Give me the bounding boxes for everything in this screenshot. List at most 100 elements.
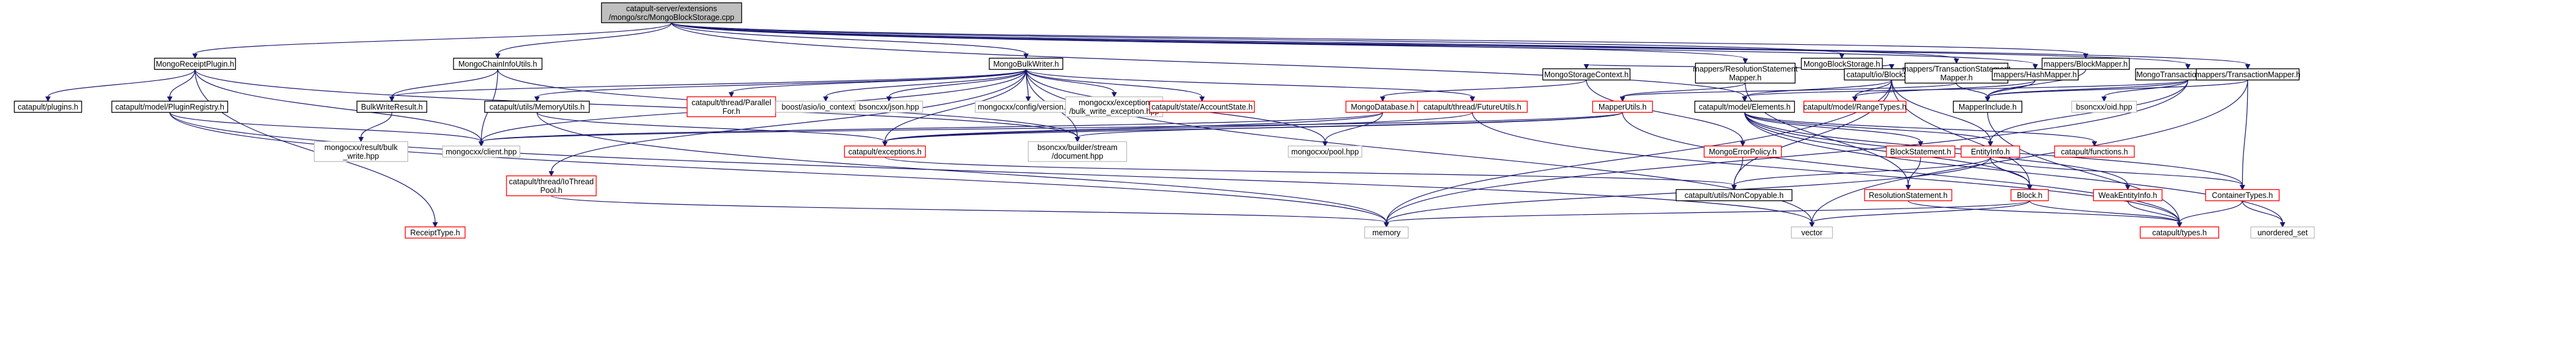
edge-mongo-receipt-plugin-to-plugin-registry [167,69,196,102]
node-label: mongocxx/config/version.hpp [978,103,1079,111]
edge-mongo-storage-context-to-mongo-error-policy [1585,80,1746,147]
edge-elements-to-functions-h [1744,111,2098,147]
node-bulk-write-result[interactable]: BulkWriteResult.h [356,100,427,113]
node-label: EntityInfo.h [1971,148,2010,156]
node-root[interactable]: catapult-server/extensions/mongo/src/Mon… [601,2,743,24]
node-plugins-h[interactable]: catapult/plugins.h [14,100,82,113]
node-result-bulk-write: mongocxx/result/bulk_write.hpp [313,141,409,162]
node-future-utils[interactable]: catapult/thread/FutureUtils.h [1417,100,1528,113]
node-types[interactable]: catapult/types.h [2139,226,2220,239]
node-functions-h[interactable]: catapult/functions.h [2054,145,2135,158]
node-mongo-error-policy[interactable]: MongoErrorPolicy.h [1703,145,1782,158]
edge-mongo-bulk-writer-to-memory-utils [534,68,1027,102]
node-block-mapper[interactable]: mappers/BlockMapper.h [2041,57,2130,70]
node-exceptions[interactable]: catapult/exceptions.h [844,145,926,158]
node-box [2205,189,2280,202]
edge-mongo-bulk-writer-to-io-context [823,69,1027,102]
node-box [1675,189,1793,202]
node-label: bsoncxx/oid.hpp [2076,103,2132,111]
node-range-types[interactable]: catapult/model/RangeTypes.h [1804,100,1906,113]
node-entity-info[interactable]: EntityInfo.h [1961,145,2020,158]
node-box [2139,226,2220,239]
node-box [1694,100,1795,113]
node-unordered-set: unordered_set [2250,226,2315,239]
edge-mongo-database-to-mongocxx-pool [1322,112,1384,147]
node-resolution-statement[interactable]: ResolutionStatement.h [1864,189,1952,202]
edge-io-thread-pool-to-memory [551,195,1389,228]
node-mongocxx-pool: mongocxx/pool.hpp [1288,145,1362,158]
edge-transaction-statement-mapper-to-mapper-utils [1620,82,1957,102]
node-plugin-registry[interactable]: catapult/model/PluginRegistry.h [111,100,229,113]
node-hash-mapper[interactable]: mappers/HashMapper.h [1992,68,2079,81]
node-receipt-type[interactable]: ReceiptType.h [404,226,466,239]
edge-root-to-transaction-mapper [671,22,2251,70]
node-label: mappers/TransactionMapper.h [2195,70,2300,79]
edge-mongo-bulk-writer-to-bulk-write-result [389,68,1027,102]
edge-container-types-to-unordered-set [2241,200,2286,228]
node-label: vector [1801,228,1822,237]
node-config-version: mongocxx/config/version.hpp [974,100,1082,113]
node-memory-utils[interactable]: catapult/utils/MemoryUtils.h [484,100,590,113]
node-box [2195,68,2300,81]
node-label: MongoChainInfoUtils.h [459,60,538,68]
node-mongo-block-storage[interactable]: MongoBlockStorage.h [1800,57,1883,70]
edge-entity-info-to-container-types [1990,157,2245,190]
node-weak-entity-info[interactable]: WeakEntityInfo.h [2093,189,2163,202]
node-non-copyable[interactable]: catapult/utils/NonCopyable.h [1675,189,1793,202]
node-label: catapult/exceptions.h [848,148,921,156]
node-label: memory [1372,228,1401,237]
edge-mongo-chain-info-utils-to-bulk-write-result [389,69,498,102]
edge-block-to-memory [1384,200,2030,228]
node-box [484,100,590,113]
edges-layer [45,22,2286,228]
edge-root-to-mongo-chain-info-utils [495,22,672,59]
node-label: MongoDatabase.h [1351,103,1414,111]
edge-entity-info-to-block [1990,157,2033,190]
node-block-statement[interactable]: BlockStatement.h [1886,145,1956,158]
node-block[interactable]: Block.h [2010,189,2049,202]
edge-mongo-bulk-writer-to-account-state [1025,69,1205,102]
node-label: BlockStatement.h [1890,148,1951,156]
edge-mapper-include-to-types [1987,112,2182,228]
node-container-types[interactable]: ContainerTypes.h [2205,189,2280,202]
node-box [1288,145,1362,158]
node-box [1694,62,1796,84]
node-label: _write.hpp [343,152,379,161]
edge-io-block-storage-to-range-types [1852,80,1893,102]
node-label: catapult/model/RangeTypes.h [1804,103,1906,111]
node-box [1703,145,1782,158]
node-mongocxx-client: mongocxx/client.hpp [442,145,521,158]
node-label: catapult/thread/FutureUtils.h [1423,103,1521,111]
node-box [1800,57,1883,70]
node-memory: memory [1364,226,1409,239]
node-transaction-mapper[interactable]: mappers/TransactionMapper.h [2195,68,2301,81]
edge-mapper-utils-to-exceptions [882,111,1623,147]
node-bsoncxx-oid: bsoncxx/oid.hpp [2071,100,2137,113]
node-elements[interactable]: catapult/model/Elements.h [1694,100,1795,113]
node-box [1952,100,2023,113]
node-mongo-database[interactable]: MongoDatabase.h [1345,100,1420,113]
node-mongo-storage-context[interactable]: MongoStorageContext.h [1542,68,1631,81]
node-box [356,100,427,113]
edge-mongo-transaction-metadata-to-mapper-include [1985,79,2189,102]
node-box [1027,141,1128,162]
node-mapper-include[interactable]: MapperInclude.h [1952,100,2023,113]
node-account-state[interactable]: catapult/state/AccountState.h [1149,100,1255,113]
node-box [601,2,743,24]
edge-root-to-block-mapper [671,22,2089,59]
node-label: mappers/BlockMapper.h [2044,60,2128,68]
node-label: catapult-server/extensions [626,4,717,13]
node-label: MapperUtils.h [1599,103,1647,111]
node-mongo-receipt-plugin[interactable]: MongoReceiptPlugin.h [154,57,236,70]
node-label: MongoBlockStorage.h [1804,60,1880,68]
node-bsoncxx-json: bsoncxx/json.hpp [855,100,923,113]
node-mongo-chain-info-utils[interactable]: MongoChainInfoUtils.h [453,57,543,70]
node-label: MongoStorageContext.h [1544,70,1629,79]
node-mapper-utils[interactable]: MapperUtils.h [1592,100,1653,113]
node-mongo-bulk-writer[interactable]: MongoBulkWriter.h [989,57,1063,70]
